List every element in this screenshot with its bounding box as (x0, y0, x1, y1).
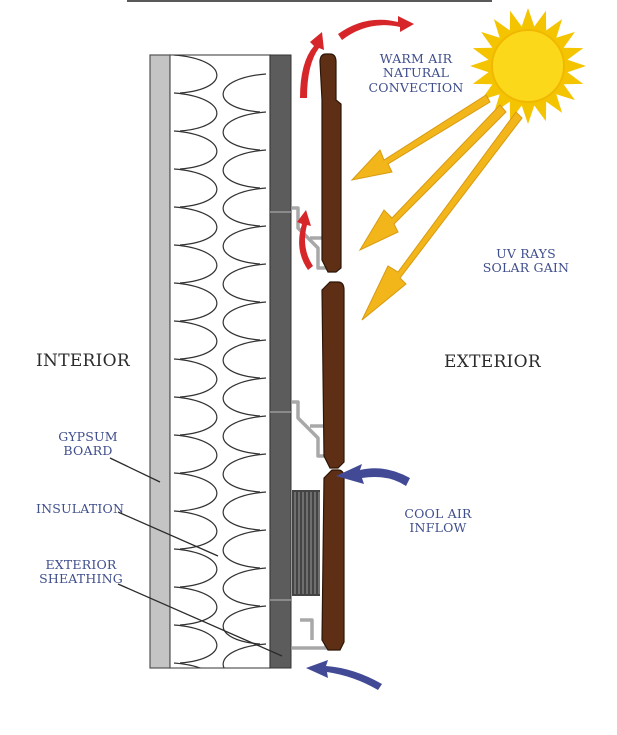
insulation-loop (173, 358, 267, 417)
insulation-loop (173, 586, 267, 645)
warm-air-arrows (297, 16, 414, 270)
exterior-sheathing (269, 54, 292, 669)
interior-label: INTERIOR (36, 351, 130, 371)
siding-board-top (319, 53, 342, 273)
insulation-loop (173, 396, 267, 455)
warm-air-label: WARM AIR NATURAL CONVECTION (368, 51, 464, 95)
cool-air-arrows (306, 464, 410, 690)
siding-board-bottom (321, 469, 345, 651)
insulation-leader (117, 511, 219, 557)
insulation-loop (173, 548, 267, 607)
insulation-loop (173, 472, 267, 531)
exterior-sheathing-label: EXTERIOR SHEATHING (39, 557, 123, 587)
warm-air-arrow-icon (300, 32, 324, 98)
insulation-loop (173, 92, 267, 151)
sun-icon (470, 8, 586, 124)
uv-ray-arrow-icon (361, 111, 523, 321)
exterior-label: EXTERIOR (444, 352, 541, 372)
gypsum-leader (109, 457, 161, 483)
cool-air-arrow-icon (336, 464, 410, 486)
siding-boards (319, 53, 345, 651)
insulation-loop (173, 662, 202, 668)
gypsum-board (149, 54, 171, 669)
insulation-loop (173, 282, 267, 341)
sun-disk (491, 29, 565, 103)
insulation-loop (173, 206, 267, 265)
insulation-batt (169, 54, 271, 669)
insulation-loop (173, 55, 267, 113)
warm-air-arrow-icon (297, 210, 313, 270)
uv-ray-arrow-icon (350, 94, 491, 181)
insulation-label: INSULATION (36, 501, 125, 516)
gypsum-board-label: GYPSUM BOARD (58, 429, 118, 459)
uv-ray-arrows (350, 94, 523, 321)
insulation-loop (173, 434, 267, 493)
leader-lines (109, 457, 283, 657)
uv-rays-label: UV RAYS SOLAR GAIN (482, 246, 570, 276)
insulation-loop (173, 168, 267, 227)
insulation-loop (173, 244, 267, 303)
warm-air-arrow-icon (338, 16, 414, 40)
uv-ray-arrow-icon (358, 104, 507, 252)
insulation-loop (173, 624, 267, 668)
cool-air-label: COOL AIR INFLOW (404, 506, 472, 536)
insulation-loop (173, 130, 267, 189)
vent-mesh (292, 490, 320, 596)
insulation-loop (173, 320, 267, 379)
sheathing-leader (117, 583, 283, 657)
insulation-loop (173, 510, 267, 569)
siding-board-middle (321, 281, 345, 469)
cool-air-arrow-icon (306, 660, 382, 690)
